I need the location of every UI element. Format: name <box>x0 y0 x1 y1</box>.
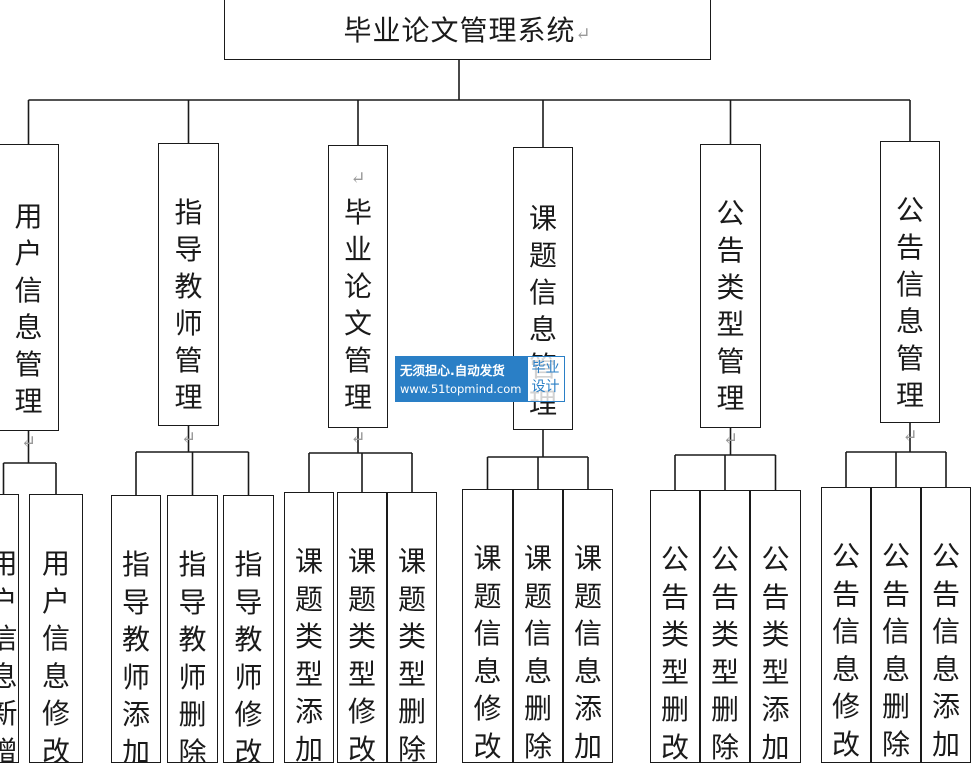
leaf-node: 课题类型删除 <box>387 492 437 763</box>
leaf-node: 用户信息修改 <box>29 494 83 763</box>
leaf-label: 课题类型修改 <box>348 545 377 763</box>
watermark-badge: 无须担心.自动发货 www.51topmind.com 毕业 设计 <box>395 356 565 402</box>
module-node: 用户信息管理 ↵ <box>0 144 59 453</box>
leaf-label: 公告类型删改 <box>661 543 690 763</box>
leaf-label: 指导教师添加 <box>122 548 151 763</box>
leaf-node: 指导教师删除 <box>167 495 218 763</box>
leaf-label: 指导教师删除 <box>178 548 207 763</box>
return-mark-icon: ↵ <box>722 429 739 450</box>
module-label: 指导教师管理 ↵ <box>175 194 203 457</box>
leaf-label: 公告类型删除 <box>711 543 740 763</box>
module-node: ↵ 毕业论文管理 ↵ <box>328 145 388 449</box>
leaf-label: 公告信息添加 <box>932 540 961 761</box>
leaf-node: 公告信息添加 <box>921 487 971 763</box>
module-node: 公告信息管理 ↵ <box>880 141 940 447</box>
watermark-badge-label: 毕业 设计 <box>527 357 564 401</box>
leaf-label: 课题信息修改 <box>473 542 502 763</box>
return-mark-icon: ↵ <box>180 428 197 449</box>
leaf-node: 指导教师修改 <box>223 495 274 763</box>
leaf-node: 课题类型修改 <box>337 492 387 763</box>
leaf-label: 课题信息删除 <box>524 542 553 763</box>
leaf-label: 用户信息新增 <box>0 545 18 762</box>
leaf-label: 指导教师修改 <box>234 548 263 763</box>
module-label-text: 用户信息管理 <box>14 200 43 418</box>
leaf-label: 公告信息删除 <box>882 540 911 761</box>
leaf-node: 公告信息修改 <box>821 487 871 763</box>
leaf-node: 指导教师添加 <box>111 495 161 763</box>
return-mark-icon: ↵ <box>902 426 918 447</box>
watermark-line1: 无须担心.自动发货 <box>400 363 505 378</box>
return-mark-icon: ↵ <box>350 168 366 189</box>
leaf-label: 课题信息添加 <box>574 542 603 763</box>
leaf-node: 公告类型删改 <box>650 490 700 763</box>
return-mark-icon: ↵ <box>575 24 592 45</box>
module-label-text: 公告信息管理 <box>896 194 925 412</box>
leaf-label: 公告信息修改 <box>832 540 861 761</box>
module-label: ↵ 毕业论文管理 ↵ <box>344 164 372 457</box>
module-label-text: 毕业论文管理 <box>344 196 373 414</box>
leaf-node: 公告信息删除 <box>871 487 921 763</box>
leaf-label: 课题类型添加 <box>295 545 324 763</box>
watermark-text: 无须担心.自动发货 www.51topmind.com <box>396 357 528 401</box>
watermark-badge-line2: 设计 <box>531 379 560 395</box>
module-label-text: 指导教师管理 <box>174 196 203 414</box>
root-title: 毕业论文管理系统↵ <box>343 14 592 47</box>
return-mark-icon: ↵ <box>350 428 366 449</box>
leaf-node: 公告类型删除 <box>700 490 750 763</box>
module-label: 用户信息管理 ↵ <box>15 198 43 461</box>
leaf-label: 课题类型删除 <box>398 545 427 763</box>
leaf-node: 课题类型添加 <box>284 492 334 763</box>
leaf-node: 课题信息删除 <box>513 489 563 763</box>
module-node: 指导教师管理 ↵ <box>158 143 219 449</box>
module-label: 公告类型管理 ↵ <box>717 195 745 458</box>
leaf-label: 公告类型添加 <box>761 543 790 763</box>
leaf-node: 公告类型添加 <box>750 490 801 763</box>
leaf-node: 用户信息新增 <box>0 494 19 763</box>
watermark-line2: www.51topmind.com <box>400 382 522 396</box>
watermark-badge-line1: 毕业 <box>531 360 560 376</box>
root-node: 毕业论文管理系统↵ <box>224 0 711 60</box>
module-node: 公告类型管理 ↵ <box>700 144 761 450</box>
module-label: 公告信息管理 ↵ <box>896 192 924 455</box>
return-mark-icon: ↵ <box>20 432 37 453</box>
leaf-label: 用户信息修改 <box>42 547 71 763</box>
module-label-text: 公告类型管理 <box>716 197 745 415</box>
leaf-node: 课题信息添加 <box>563 489 613 763</box>
leaf-node: 课题信息修改 <box>462 489 513 763</box>
